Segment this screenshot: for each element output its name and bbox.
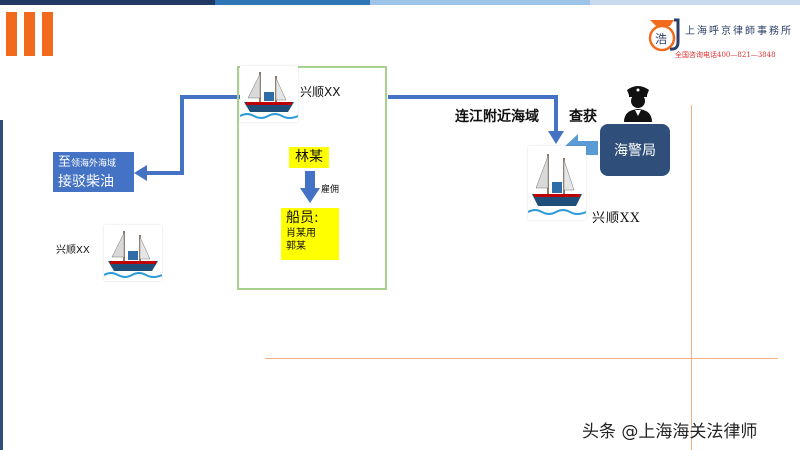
outer-waters-prefix: 至 [58, 155, 72, 170]
orange-horizontal-line [265, 358, 778, 359]
top-bar-mid [215, 0, 370, 5]
ship-image-top [239, 66, 299, 122]
outer-waters-line2: 接驳柴油 [58, 174, 114, 190]
employ-label: 雇佣 [321, 185, 340, 195]
orange-bar-2 [24, 12, 35, 56]
route-label: 连江附近海域 [455, 109, 539, 125]
ship-image-right [527, 146, 587, 220]
ship-icon [527, 154, 587, 215]
crew-box: 船员: 肖某用 郭某 [281, 208, 339, 260]
top-bar-dark [0, 0, 215, 5]
outer-waters-line1: 至领海外海域 [58, 154, 134, 173]
watermark: 头条 @上海海关法律师 [582, 422, 758, 442]
employer-box: 林某 [289, 147, 329, 168]
arrow-to-lianjiang [388, 95, 558, 132]
ship-label-left: 兴顺XX [56, 245, 90, 256]
crew-title: 船员: [286, 210, 319, 226]
process-frame [237, 66, 387, 290]
arrowhead-down [548, 131, 564, 144]
orange-bar-3 [42, 12, 53, 56]
crew-member-1: 肖某用 [286, 228, 316, 239]
seize-label: 查获 [569, 109, 597, 125]
ship-label-top: 兴顺XX [300, 85, 341, 99]
orange-vertical-line [691, 105, 692, 450]
law-firm-logo-icon: 浩 [648, 18, 680, 52]
firm-hotline: 全国咨询电话400—821—3848 [675, 51, 776, 59]
crew-member-2: 郭某 [286, 241, 306, 252]
ship-icon [103, 231, 163, 278]
firm-name: 上海呼京律師事務所 [685, 26, 793, 37]
coast-guard-box: 海警局 [600, 124, 670, 176]
orange-bar-1 [6, 12, 17, 56]
arrowhead-left [134, 165, 147, 181]
svg-text:浩: 浩 [655, 32, 667, 46]
ship-label-right: 兴顺XX [592, 211, 641, 226]
top-bar-light [370, 0, 590, 5]
outer-waters-small: 领海外海域 [71, 159, 117, 169]
ship-icon [239, 72, 299, 119]
top-bar-pale [590, 0, 800, 5]
outer-waters-box: 至领海外海域 接驳柴油 [53, 152, 134, 192]
ship-image-left [103, 225, 163, 281]
left-strip [0, 120, 3, 450]
police-officer-icon [624, 86, 652, 122]
employ-arrow [300, 171, 320, 203]
arrow-to-outer-waters [145, 95, 243, 175]
